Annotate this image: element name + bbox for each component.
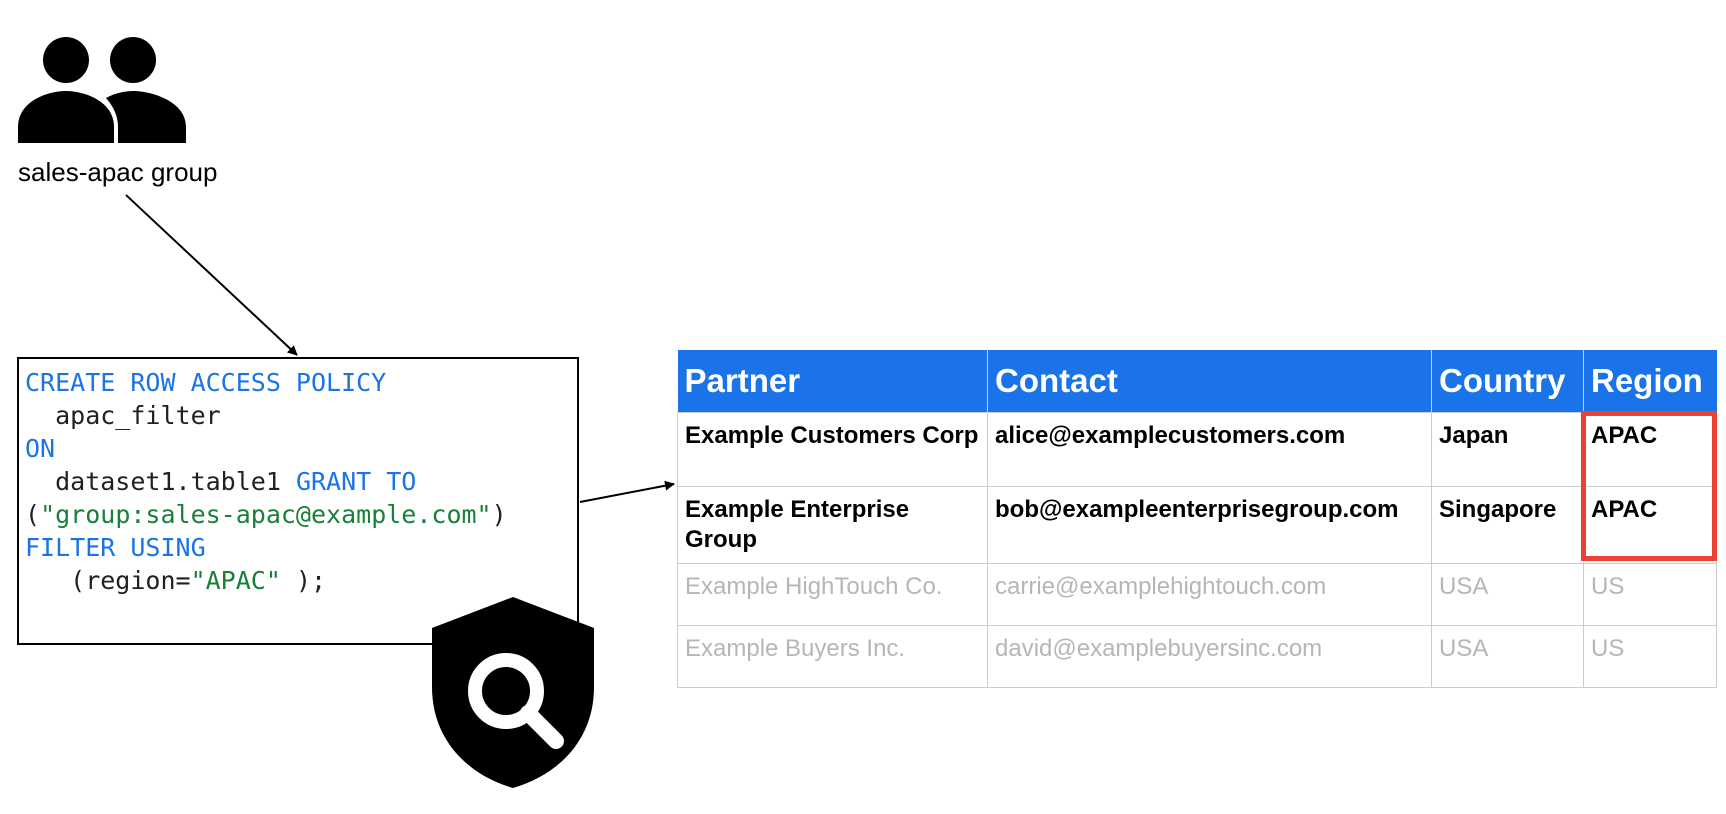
cell-partner: Example Customers Corp (677, 411, 988, 487)
code-string: "APAC" (190, 566, 281, 595)
table-row: Example Customers Corp alice@examplecust… (677, 411, 1717, 487)
code-line: CREATE ROW ACCESS POLICY (25, 366, 577, 399)
cell-contact: bob@exampleenterprisegroup.com (987, 485, 1432, 564)
table-row-filtered: Example HighTouch Co. carrie@examplehigh… (677, 562, 1717, 626)
group-icon (16, 34, 188, 149)
cell-partner: Example HighTouch Co. (677, 562, 988, 626)
partners-table: Partner Contact Country Region Example C… (677, 350, 1717, 688)
cell-country: Singapore (1431, 485, 1584, 564)
cell-region: US (1583, 624, 1717, 688)
column-header-contact: Contact (987, 350, 1432, 412)
cell-contact: alice@examplecustomers.com (987, 411, 1432, 487)
code-line: ("group:sales-apac@example.com") (25, 498, 577, 531)
group-to-policy-arrow (125, 194, 298, 356)
code-string: "group:sales-apac@example.com" (40, 500, 492, 529)
group-label: sales-apac group (18, 157, 218, 187)
column-header-partner: Partner (677, 350, 988, 412)
code-line: FILTER USING (25, 531, 577, 564)
cell-partner: Example Enterprise Group (677, 485, 988, 564)
shield-search-icon (430, 595, 596, 795)
cell-region: APAC (1583, 411, 1717, 487)
cell-country: USA (1431, 562, 1584, 626)
region-highlight-box (1581, 411, 1717, 561)
cell-contact: david@examplebuyersinc.com (987, 624, 1432, 688)
code-text: dataset1.table1 (25, 467, 296, 496)
cell-partner: Example Buyers Inc. (677, 624, 988, 688)
code-text: apac_filter (25, 401, 221, 430)
code-keyword: GRANT TO (295, 467, 417, 496)
cell-country: Japan (1431, 411, 1584, 487)
code-text: (region= (25, 566, 191, 595)
table-header-row: Partner Contact Country Region (677, 350, 1717, 412)
code-text: ( (25, 500, 41, 529)
code-line: apac_filter (25, 399, 577, 432)
code-line: (region="APAC" ); (25, 564, 577, 597)
column-header-region: Region (1583, 350, 1717, 412)
code-text: ); (280, 566, 327, 595)
table-row-filtered: Example Buyers Inc. david@examplebuyersi… (677, 624, 1717, 688)
code-text: ) (491, 500, 507, 529)
code-keyword: FILTER USING (25, 533, 206, 562)
table-row: Example Enterprise Group bob@exampleente… (677, 485, 1717, 564)
code-keyword: ON (25, 434, 56, 463)
cell-region: US (1583, 562, 1717, 626)
code-line: ON (25, 432, 577, 465)
cell-region: APAC (1583, 485, 1717, 564)
cell-contact: carrie@examplehightouch.com (987, 562, 1432, 626)
code-keyword: CREATE ROW ACCESS POLICY (25, 368, 387, 397)
cell-country: USA (1431, 624, 1584, 688)
column-header-country: Country (1431, 350, 1584, 412)
code-line: dataset1.table1 GRANT TO (25, 465, 577, 498)
policy-to-table-arrow (579, 480, 675, 503)
